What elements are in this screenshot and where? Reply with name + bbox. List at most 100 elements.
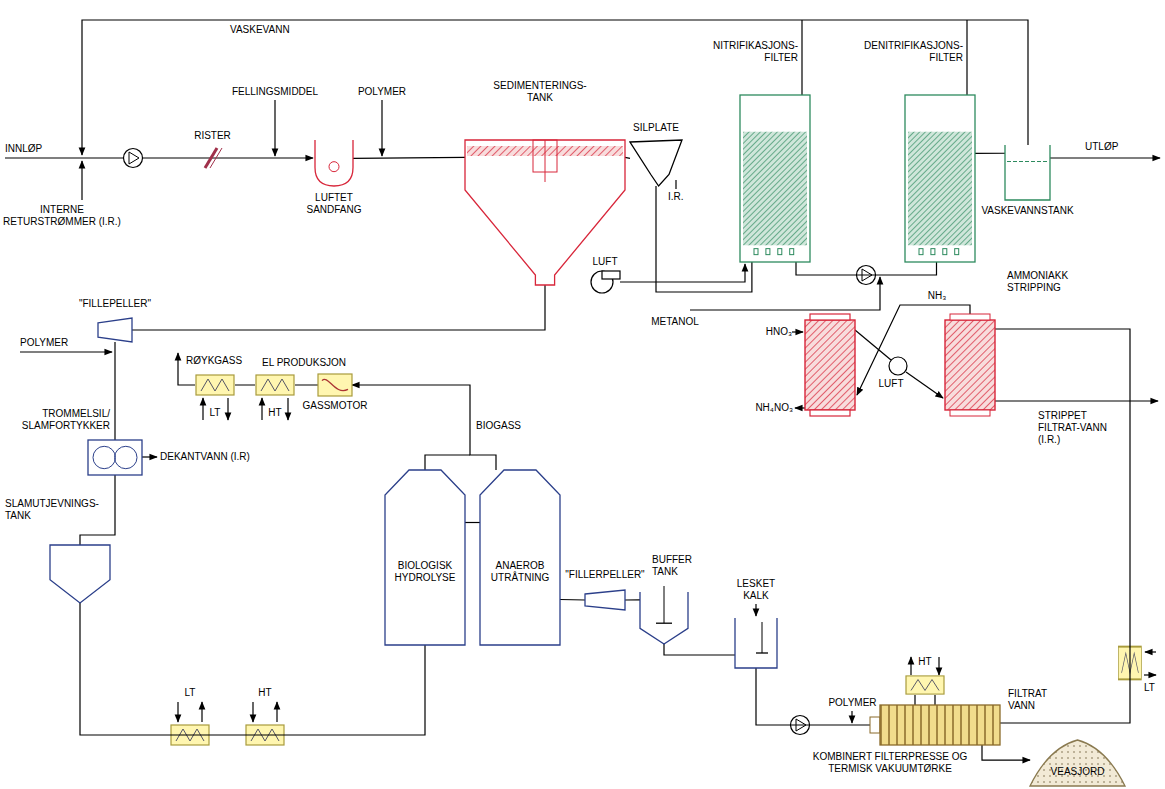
equipment-label: TROMMELSIL/ SLAMFORTYKKER [18,408,110,432]
wash-water-tank-outline [1005,145,1050,200]
equipment-label: "FILLEPELLER" [68,298,162,310]
stream-label: VASKEVANN [230,24,310,36]
stream-label: HT [255,687,275,699]
process-line [975,153,1005,154]
lime-mixer: LESKET KALK [735,618,777,668]
digester-tank: ANAEROB UTRÅTNING [480,470,560,645]
drum-thickener: TROMMELSIL/ SLAMFORTYKKER [88,440,142,475]
equipment-label: SILPLATE [621,122,691,134]
digester-tank-outline [385,470,465,645]
stream-label: INTERNE RETURSTRØMMER (I.R.) [2,204,122,228]
process-line [132,285,545,330]
sieve-plate-outline [630,140,682,186]
filter-tank: NITRIFIKASJONS-FILTER [740,95,810,262]
process-line [625,599,640,600]
process-line [80,603,425,735]
process-line [625,157,630,158]
stream-label: HNO₃ [758,326,792,338]
filter-tank-outline [740,95,810,262]
grit-chamber: LUFTET SANDFANG [315,140,353,186]
process-line [982,745,1030,760]
stream-label: RØYKGASS [186,355,248,367]
soil-pile: VEASJORD [1030,738,1125,786]
equipment-label: LUFTET SANDFANG [300,192,368,216]
stripping-column-outline [945,320,995,410]
stream-label: POLYMER [357,86,407,98]
stream-label: UTLØP [1085,141,1135,153]
stream-label: FELLINGSMIDDEL [225,86,325,98]
stream-label: NH₃ [922,290,952,302]
buffer-tank: BUFFER TANK [640,592,688,644]
stream-label: INNLØP [5,143,65,155]
rag-separator-outline [585,590,625,610]
process-line [80,475,115,545]
equipment-label: VASKEVANNSTANK [980,205,1075,217]
buffer-tank-outline [640,592,688,644]
rag-separator: "FILLEPELLER" [98,318,132,342]
gas-engine-outline [318,374,352,396]
equipment-label: BUFFER TANK [652,554,704,578]
stream-label: FILTRAT VANN [1008,688,1058,712]
sludge-tank: SLAMUTJEVNINGS-TANK [50,545,110,603]
rag-separator: "FILLERPELLER" [585,590,625,610]
sieve-plate: SILPLATE [630,140,682,186]
stream-label: POLYMER [825,697,880,709]
filter-tank-outline [905,95,975,262]
equipment-label: AMMONIAKK STRIPPING [1007,270,1077,294]
stream-label: RISTER [190,130,235,142]
equipment-label: SLAMUTJEVNINGS-TANK [5,498,105,522]
process-line [465,522,480,523]
digester-tank-outline [480,470,560,645]
equipment-label: GASSMOTOR [300,400,370,412]
stream-label: LUFT [585,256,625,268]
process-line [995,329,1130,723]
equipment-label: SEDIMENTERINGS-TANK [485,80,595,104]
equipment-label: NITRIFIKASJONS-FILTER [700,40,798,64]
lime-mixer-outline [735,618,777,668]
stream-label: POLYMER [20,337,80,349]
equipment-label: BIOLOGISK HYDROLYSE [385,560,465,584]
equipment-label: KOMBINERT FILTERPRESSE OG TERMISK VAKUUM… [810,751,970,775]
process-line [756,668,880,725]
filter-tank: DENITRIFIKASJONS-FILTER [905,95,975,262]
filter-press-outline [880,705,1000,745]
equipment-label: "FILLERPELLER" [560,569,650,581]
stream-label: LT [1144,682,1164,694]
wash-water-tank: VASKEVANNSTANK [1005,145,1050,200]
digester-tank: BIOLOGISK HYDROLYSE [385,470,465,645]
stream-label: HT [915,656,935,668]
sludge-tank-outline [50,545,110,603]
stream-label: DEKANTVANN (I.R) [160,451,270,463]
stream-label: LT [180,687,200,699]
rag-separator-outline [98,318,132,342]
equipment-label: VEASJORD [1030,766,1125,778]
stream-label: STRIPPET FILTRAT-VANN (I.R.) [1038,410,1123,446]
process-line [664,644,735,655]
process-line [353,157,465,158]
drum-thickener-outline [88,440,142,475]
process-line [796,262,937,275]
equipment-label: ANAEROB UTRÅTNING [480,560,560,584]
grit-chamber-outline [315,140,353,186]
stream-label: METANOL [640,316,710,328]
stream-label: HT [265,407,285,419]
process-line [352,385,496,470]
soil-pile-outline [1030,738,1125,786]
stream-label: NH₄NO₃ [743,402,793,414]
equipment-label: DENITRIFIKASJONS-FILTER [860,40,963,64]
equipment-symbols [124,148,1142,745]
equipment-label: LESKET KALK [733,578,779,602]
stream-label: EL PRODUKSJON [262,357,357,369]
stripping-column: AMMONIAKK STRIPPING [945,320,995,410]
gas-engine: GASSMOTOR [318,374,352,396]
filter-press: KOMBINERT FILTERPRESSE OG TERMISK VAKUUM… [880,705,1000,745]
stream-label: LUFT [876,378,906,390]
stream-label: BIOGASS [476,420,536,432]
process-line [656,186,752,292]
process-lines [5,20,1160,723]
stream-label: LT [205,407,225,419]
process-line [114,342,115,440]
stream-label: I.R. [668,191,693,203]
process-line [560,599,585,601]
